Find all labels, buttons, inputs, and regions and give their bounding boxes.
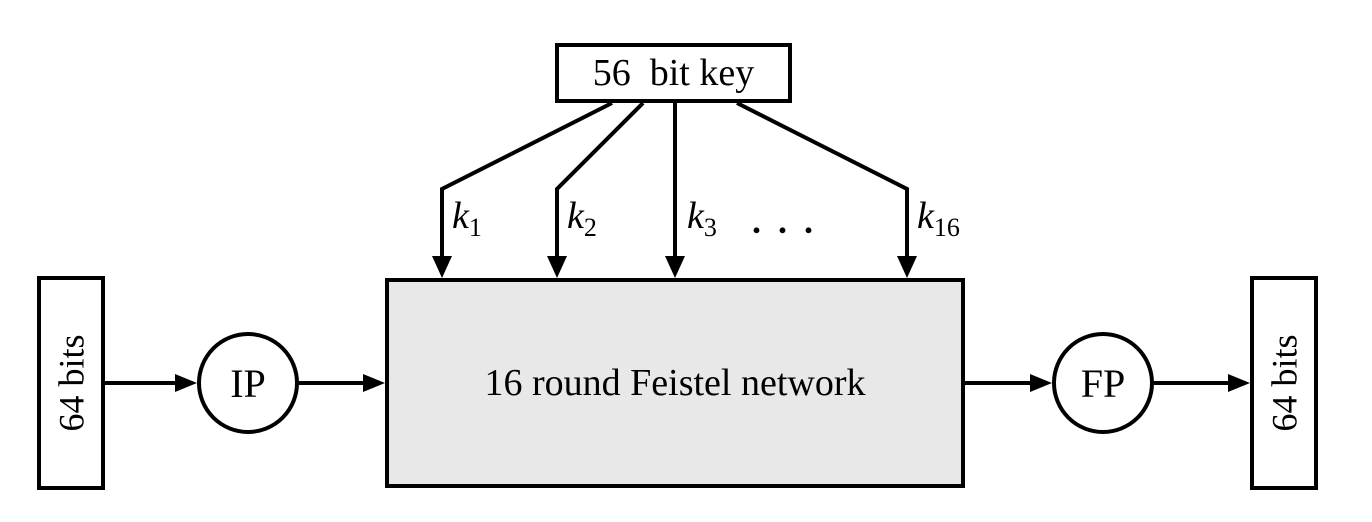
- key-box-label: 56 bit key: [592, 52, 755, 94]
- arrowhead-icon: [363, 374, 385, 392]
- round-key-k16-sub: 16: [933, 212, 960, 242]
- arrow-key-k2: [547, 101, 645, 278]
- arrow-fp-to-output: [1154, 374, 1250, 392]
- arrowhead-icon: [547, 256, 567, 278]
- round-key-label-k1: k1: [452, 195, 482, 240]
- input-bits-box: 64 bits: [37, 276, 105, 490]
- input-bits-label: 64 bits: [51, 334, 92, 432]
- feistel-box: 16 round Feistel network: [385, 278, 965, 488]
- round-key-k1-sub: 1: [468, 212, 482, 242]
- fp-label: FP: [1080, 360, 1126, 406]
- round-key-k3-base: k: [687, 195, 704, 237]
- ip-circle: IP: [197, 332, 299, 434]
- round-key-ellipsis: . . .: [752, 201, 817, 241]
- round-key-k3-sub: 3: [703, 212, 717, 242]
- round-key-label-k3: k3: [687, 195, 717, 240]
- arrow-key-k16: [736, 101, 917, 278]
- arrow-feistel-to-fp: [965, 374, 1052, 392]
- round-key-label-k16: k16: [917, 195, 960, 240]
- ip-label: IP: [230, 360, 266, 406]
- round-key-k1-base: k: [452, 195, 469, 237]
- arrowhead-icon: [1228, 374, 1250, 392]
- feistel-label: 16 round Feistel network: [484, 362, 866, 404]
- arrowhead-icon: [665, 256, 685, 278]
- arrowhead-icon: [1030, 374, 1052, 392]
- output-bits-box: 64 bits: [1250, 276, 1318, 490]
- arrowhead-icon: [897, 256, 917, 278]
- arrowhead-icon: [175, 374, 197, 392]
- arrow-ip-to-feistel: [299, 374, 385, 392]
- arrow-input-to-ip: [105, 374, 197, 392]
- round-key-label-k2: k2: [567, 195, 597, 240]
- arrow-key-k1: [432, 101, 613, 278]
- fp-circle: FP: [1052, 332, 1154, 434]
- round-key-k2-sub: 2: [583, 212, 597, 242]
- round-key-k16-base: k: [917, 195, 934, 237]
- round-key-k2-base: k: [567, 195, 584, 237]
- arrowhead-icon: [432, 256, 452, 278]
- key-box: 56 bit key: [555, 43, 792, 103]
- output-bits-label: 64 bits: [1264, 334, 1305, 432]
- arrow-key-k3: [665, 103, 685, 278]
